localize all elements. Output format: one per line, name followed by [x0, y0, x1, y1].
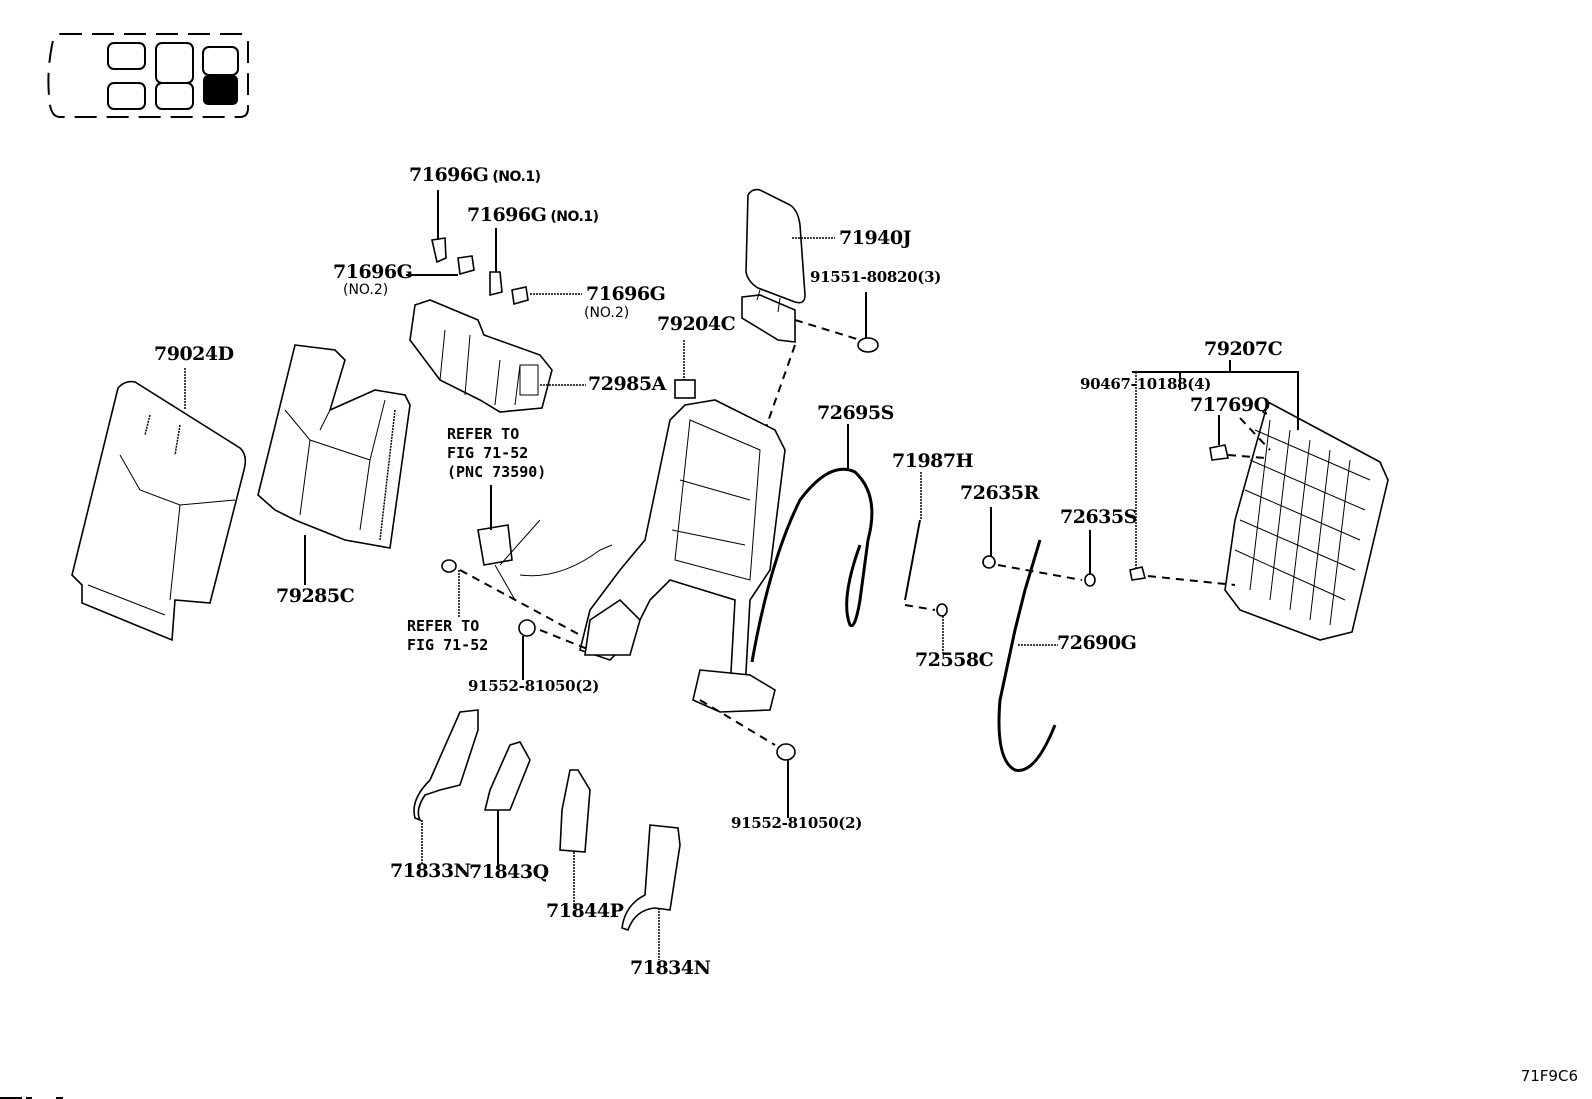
seatback-cover-drawing — [71, 380, 247, 642]
part-label-72690G[interactable]: 72690G — [1057, 632, 1137, 654]
part-note: (NO.2) — [343, 282, 389, 298]
seatback-board-drawing — [1224, 400, 1389, 641]
part-number[interactable]: 71696G — [409, 164, 489, 186]
clip-drawings — [431, 237, 529, 306]
reference-note-seat-belt[interactable]: REFER TO FIG 71-52 (PNC 73590) — [447, 425, 547, 481]
bolt-drawing — [776, 743, 796, 761]
part-label-72635S[interactable]: 72635S — [1060, 506, 1137, 528]
cap-drawing — [982, 555, 996, 569]
part-label-71696G[interactable]: 71696G — [333, 261, 413, 283]
rod-drawing — [904, 519, 921, 601]
leader-dash — [699, 699, 776, 746]
part-label-79204C[interactable]: 79204C — [657, 313, 736, 335]
clip-drawing — [936, 603, 948, 617]
leader-dash — [539, 629, 591, 651]
leader-lines — [184, 190, 1299, 960]
part-note: (NO.1) — [492, 169, 541, 185]
part-label-71844P[interactable]: 71844P — [546, 900, 624, 922]
leader-dash — [997, 564, 1083, 581]
recliner-covers-drawing — [413, 709, 681, 932]
part-label-71987H[interactable]: 71987H — [892, 450, 974, 472]
part-note: (NO.2) — [584, 305, 630, 321]
figure-code: 71F9C6 — [1520, 1067, 1578, 1085]
release-cable-drawing — [997, 539, 1057, 772]
bolt-drawing — [857, 337, 879, 353]
part-label-72985A[interactable]: 72985A — [588, 373, 666, 395]
part-label-71843Q[interactable]: 71843Q — [469, 861, 549, 883]
part-label-72558C[interactable]: 72558C — [915, 649, 994, 671]
part-label-71833N[interactable]: 71833N — [390, 860, 471, 882]
headrest-drawing — [741, 188, 806, 343]
vehicle-seat-locator-icon — [47, 33, 249, 118]
seatback-pad-drawing — [257, 344, 411, 549]
reference-note-anchor[interactable]: REFER TO FIG 71-52 — [407, 617, 489, 654]
leader-dash — [1147, 575, 1236, 586]
part-label-79024D[interactable]: 79024D — [154, 343, 234, 365]
part-number[interactable]: 71696G — [467, 204, 547, 226]
part-label-71940J[interactable]: 71940J — [839, 227, 912, 249]
part-label-71769Q[interactable]: 71769Q — [1190, 394, 1270, 416]
recliner-mechanism-drawing — [409, 299, 553, 413]
leader-dash — [904, 604, 936, 611]
part-label-90467-10188[interactable]: 90467-10188(4) — [1080, 375, 1212, 393]
part-label-91552-81050[interactable]: 91552-81050(2) — [731, 814, 863, 832]
leader-dash — [1227, 417, 1271, 459]
seat-belt-drawing — [441, 519, 613, 637]
part-label-91552-81050[interactable]: 91552-81050(2) — [468, 677, 600, 695]
seatback-frame-drawing — [579, 379, 786, 713]
part-note: (NO.1) — [550, 209, 599, 225]
part-label-79207C[interactable]: 79207C — [1204, 338, 1283, 360]
part-label-72695S[interactable]: 72695S — [817, 402, 894, 424]
leader-dash — [459, 569, 581, 636]
part-label-71834N[interactable]: 71834N — [630, 957, 711, 979]
clip-drawing — [1209, 444, 1229, 461]
cap-drawing — [1084, 573, 1096, 587]
part-label-71696G[interactable]: 71696G(NO.1) — [467, 206, 599, 225]
nut-drawing — [1129, 566, 1147, 581]
leader-dash — [794, 319, 861, 341]
highlighted-seat — [203, 75, 238, 105]
part-label-72635R[interactable]: 72635R — [960, 482, 1039, 504]
part-label-71696G[interactable]: 71696G — [586, 283, 666, 305]
part-label-79285C[interactable]: 79285C — [276, 585, 355, 607]
cable-drawing — [750, 467, 874, 663]
part-label-91551-80820[interactable]: 91551-80820(3) — [810, 268, 942, 286]
part-label-71696G[interactable]: 71696G(NO.1) — [409, 166, 541, 185]
leader-dash — [764, 344, 796, 431]
